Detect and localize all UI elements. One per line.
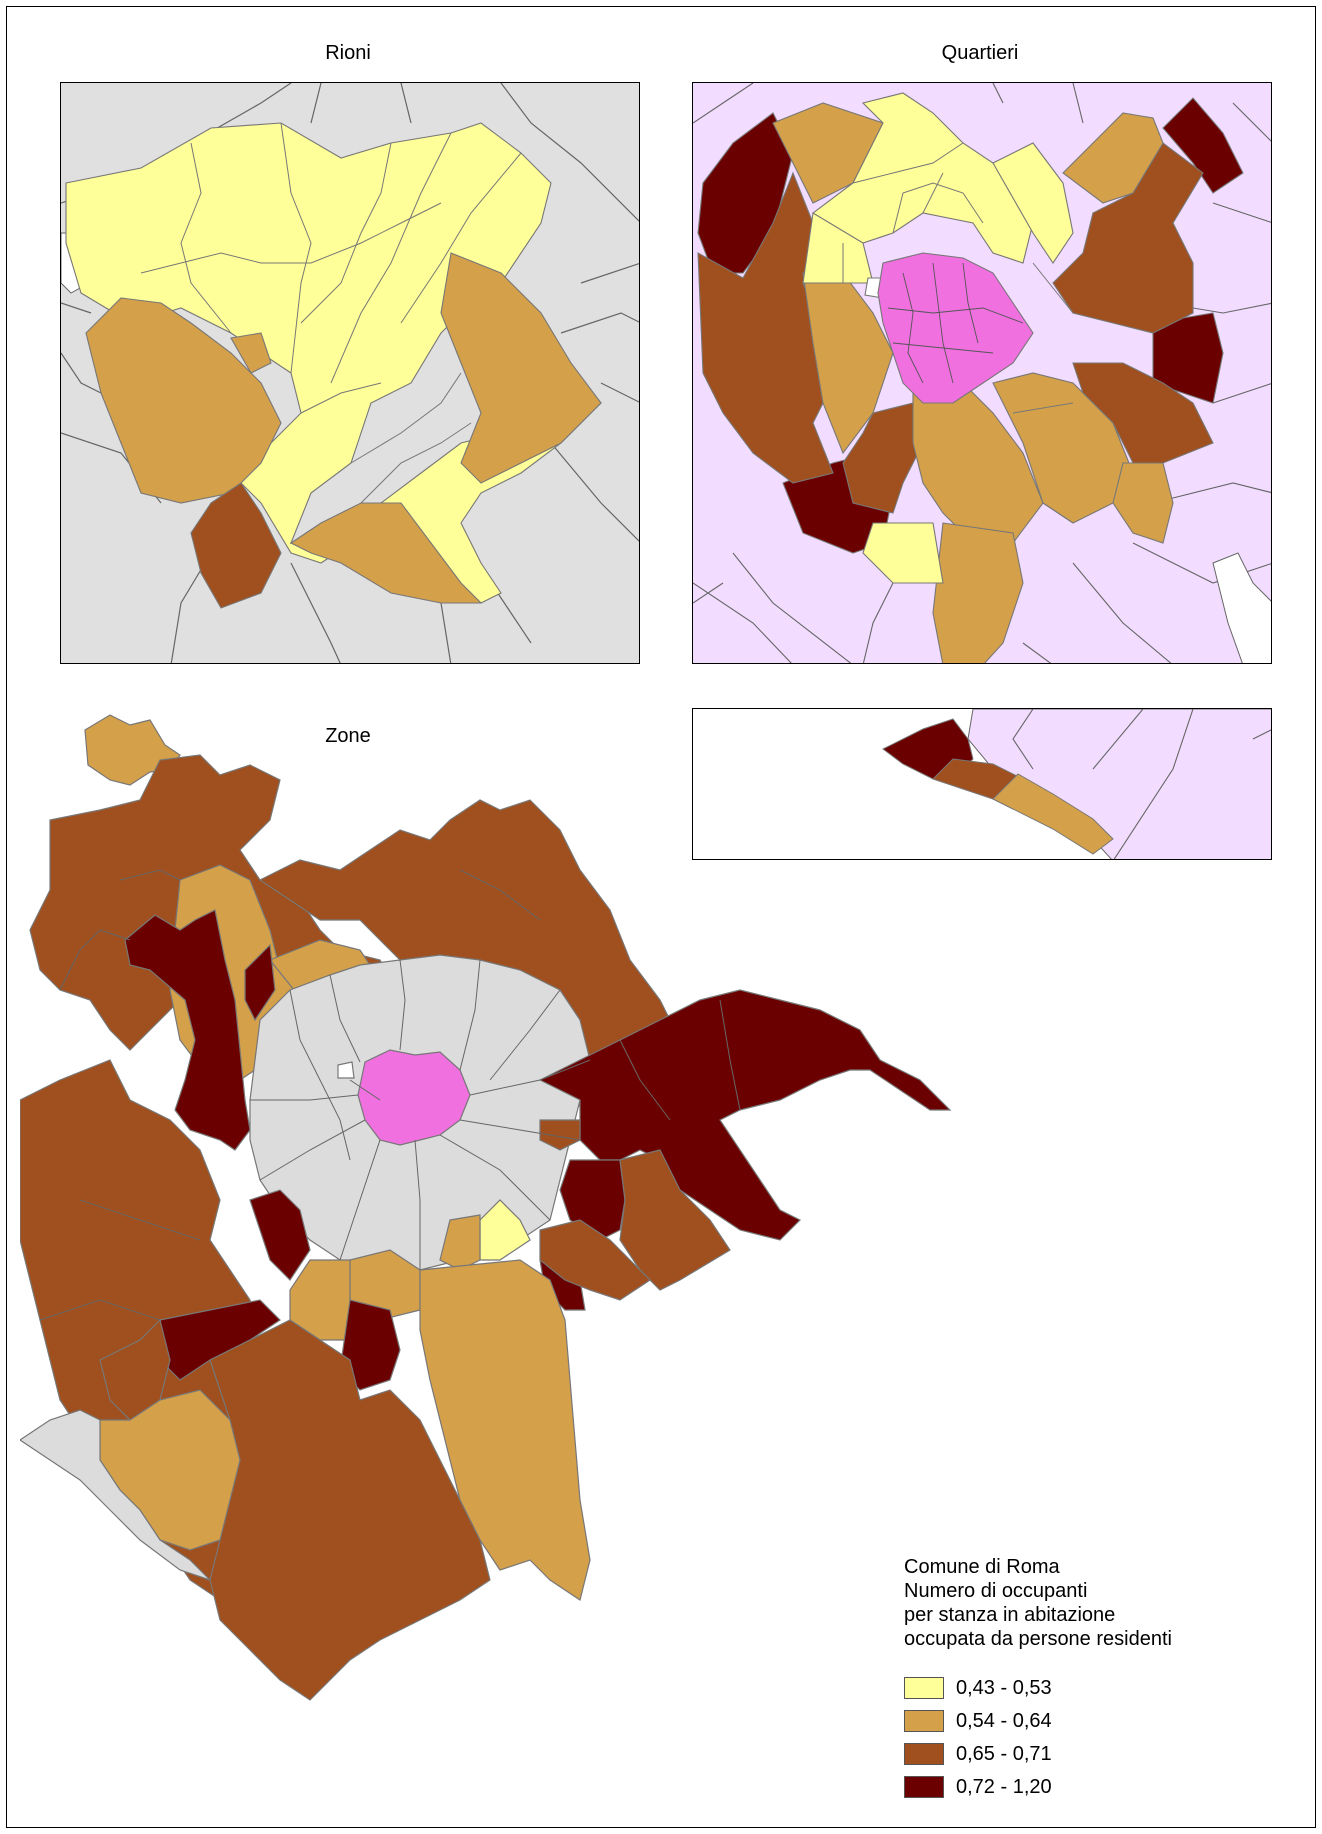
rioni-areas — [65, 122, 602, 609]
rioni-map — [61, 83, 639, 663]
legend-label: 0,43 - 0,53 — [956, 1676, 1052, 1699]
legend-swatch — [904, 1775, 944, 1798]
quartieri-white-area — [1212, 552, 1271, 663]
quartieri-map — [693, 83, 1271, 663]
legend-item: 0,65 - 0,71 — [904, 1737, 1172, 1770]
coast-inset-panel — [692, 708, 1272, 860]
zone-map-svg — [20, 714, 952, 1701]
legend-label: 0,54 - 0,64 — [956, 1709, 1052, 1732]
zone-title: Zone — [325, 725, 371, 747]
zone-map — [20, 700, 1130, 1820]
legend-label: 0,72 - 1,20 — [956, 1775, 1052, 1798]
legend-label: 0,65 - 0,71 — [956, 1742, 1052, 1765]
legend-title-line-2: Numero di occupanti — [904, 1580, 1088, 1602]
legend-title-line-1: Comune di Roma — [904, 1556, 1060, 1578]
legend-swatch — [904, 1709, 944, 1732]
legend-items: 0,43 - 0,53 0,54 - 0,64 0,65 - 0,71 0,72… — [904, 1671, 1172, 1803]
rioni-inner-boundaries — [140, 122, 522, 504]
rioni-title: Rioni — [325, 42, 371, 64]
legend-item: 0,72 - 1,20 — [904, 1770, 1172, 1803]
quartieri-map-panel — [692, 82, 1272, 664]
inset-roads — [1012, 709, 1271, 859]
legend-title-line-3: per stanza in abitazione — [904, 1604, 1116, 1626]
rioni-roads — [61, 83, 639, 663]
legend-title: Comune di Roma Numero di occupanti per s… — [904, 1555, 1172, 1651]
legend-title-line-4: occupata da persone residenti — [904, 1628, 1172, 1650]
legend-swatch — [904, 1742, 944, 1765]
quartieri-areas — [697, 92, 1244, 663]
rioni-map-panel — [60, 82, 640, 664]
map-frame — [6, 6, 1316, 1828]
zone-inner-boundaries — [39, 869, 741, 1321]
legend-item: 0,43 - 0,53 — [904, 1671, 1172, 1704]
quartieri-inner-boundaries — [842, 142, 1074, 524]
legend-item: 0,54 - 0,64 — [904, 1704, 1172, 1737]
zone-areas — [20, 714, 952, 1701]
coast-inset-map — [882, 709, 1271, 859]
quartieri-centro-boundaries — [887, 262, 1024, 384]
legend-swatch — [904, 1676, 944, 1699]
quartieri-title: Quartieri — [941, 42, 1019, 64]
inset-tan-zone — [992, 773, 1114, 855]
legend: Comune di Roma Numero di occupanti per s… — [904, 1555, 1172, 1803]
quartieri-roads — [693, 83, 1271, 663]
